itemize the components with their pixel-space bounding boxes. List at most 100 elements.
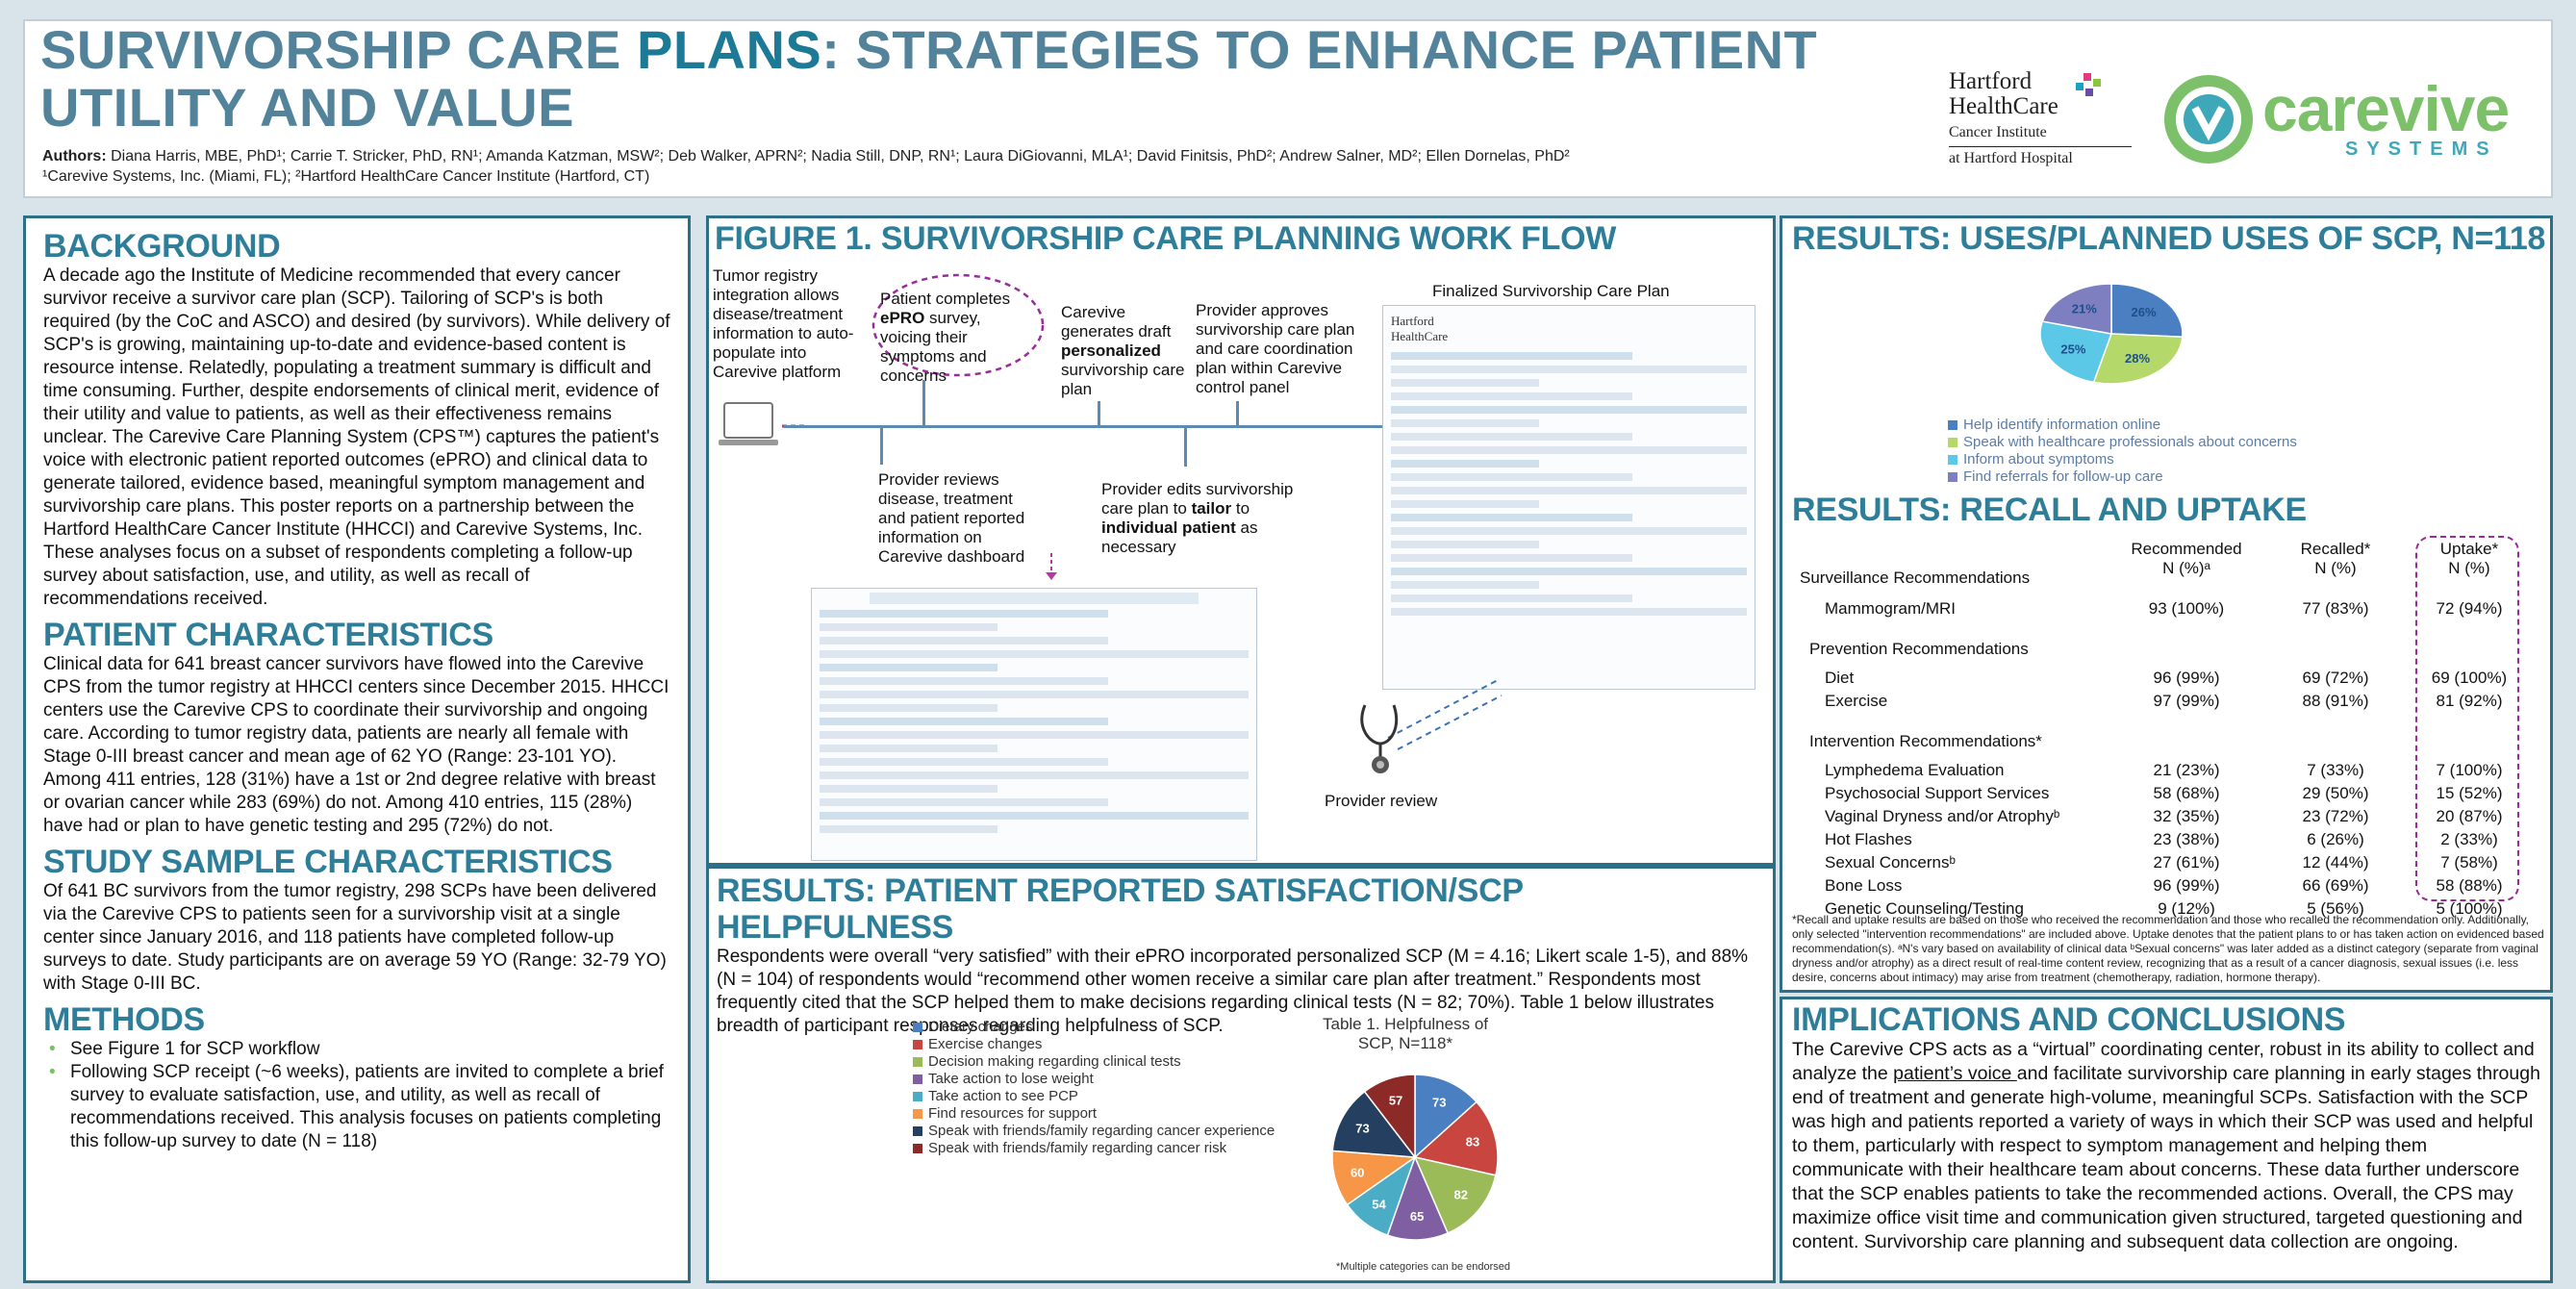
legend-entry: Speak with friends/family regarding canc… <box>913 1123 1336 1140</box>
carevive-v-icon <box>2164 75 2253 164</box>
legend-swatch <box>1948 455 1957 465</box>
recall-row-uptake: 7 (100%) <box>2436 761 2503 779</box>
pie-slice <box>1414 1074 1478 1159</box>
pie-slice <box>2110 283 2184 339</box>
recall-row-label: Diet <box>1825 669 1855 687</box>
recall-row-uptake: 7 (58%) <box>2440 853 2498 872</box>
pie-slice <box>1363 1074 1416 1160</box>
recall-row-recommended: 27 (61%) <box>2153 853 2220 872</box>
satisfaction-heading: RESULTS: PATIENT REPORTED SATISFACTION/S… <box>717 872 1524 946</box>
legend-swatch <box>913 1144 922 1153</box>
recall-row-label: Bone Loss <box>1825 876 1903 895</box>
legend-entry: Exercise changes <box>913 1036 1336 1053</box>
provider-review-label: Provider review <box>1325 792 1438 810</box>
legend-swatch <box>1948 472 1957 482</box>
legend-swatch <box>913 1109 922 1119</box>
uptake-highlight-box <box>2415 536 2519 901</box>
carevive-logo: carevive SYSTEMS <box>2162 69 2566 175</box>
pie-slice-label: 73 <box>1432 1095 1446 1109</box>
patient-characteristics-text: Clinical data for 641 breast cancer surv… <box>43 654 669 836</box>
timeline-tick <box>1098 401 1100 428</box>
col-header-uptake: Uptake*N (%) <box>2439 540 2499 577</box>
recall-row-recommended: 96 (99%) <box>2153 669 2220 687</box>
epro-dashed-oval <box>871 273 1045 377</box>
workflow-step-epro: Patient completes ePRO survey, voicing t… <box>880 290 1011 385</box>
patients-voice-link: patient’s voice <box>1893 1063 2017 1084</box>
recall-row-recommended: 9 (12%) <box>2158 899 2215 918</box>
pie-slice-label: 21% <box>2072 301 2097 316</box>
figure1-panel: FIGURE 1. SURVIVORSHIP CARE PLANNING WOR… <box>706 215 1776 866</box>
recall-row-recalled: 77 (83%) <box>2302 599 2369 618</box>
patient-characteristics-heading: PATIENT CHARACTERISTICS <box>43 617 493 653</box>
pie-slice <box>2039 320 2113 384</box>
recall-row-uptake: 81 (92%) <box>2436 692 2503 710</box>
legend-swatch <box>913 1023 922 1032</box>
recall-row-label: Intervention Recommendations* <box>1809 732 2042 750</box>
recall-row-label: Exercise <box>1825 692 1888 710</box>
workflow-step-approve: Provider approves survivorship care plan… <box>1196 301 1355 396</box>
timeline-tick <box>880 428 883 465</box>
legend-entry: Take action to lose weight <box>913 1071 1336 1088</box>
recall-row-uptake: 5 (100%) <box>2436 899 2503 918</box>
legend-swatch <box>1948 420 1957 430</box>
recall-row-recommended: 96 (99%) <box>2153 876 2220 895</box>
recall-row-uptake: 72 (94%) <box>2436 599 2503 618</box>
authors: Authors: Diana Harris, MBE, PhD¹; Carrie… <box>42 148 1570 185</box>
pie-slice-label: 26% <box>2132 305 2157 319</box>
pie-slice <box>1413 1100 1499 1176</box>
recall-row-label: Sexual Concernsᵇ <box>1825 853 1956 872</box>
legend-swatch <box>913 1126 922 1136</box>
recall-notes: *Recall and uptake results are based on … <box>1792 913 2544 984</box>
recall-row-recalled: 29 (50%) <box>2302 784 2369 802</box>
helpfulness-legend: Dietary changes Exercise changes Decisio… <box>913 1019 1336 1157</box>
pie-slice <box>2092 333 2184 385</box>
recall-row-uptake: 58 (88%) <box>2436 876 2503 895</box>
list-item: •Following SCP receipt (~6 weeks), patie… <box>49 1062 664 1151</box>
recall-row-label: Prevention Recommendations <box>1809 640 2029 658</box>
recall-row-recommended: 32 (35%) <box>2153 807 2220 825</box>
recall-row-recalled: 69 (72%) <box>2302 669 2369 687</box>
recall-row-recalled: 5 (56%) <box>2307 899 2364 918</box>
recall-row-uptake: 20 (87%) <box>2436 807 2503 825</box>
workflow-step-edit: Provider edits survivorship care plan to… <box>1101 480 1294 556</box>
workflow-step-dashboard: Provider reviews disease, treatment and … <box>878 470 1025 566</box>
legend-entry: Decision making regarding clinical tests <box>913 1053 1336 1071</box>
legend-entry: Find resources for support <box>913 1105 1336 1123</box>
legend-entry: Speak with healthcare professionals abou… <box>1948 434 2352 451</box>
pie-slice-label: 82 <box>1454 1188 1468 1202</box>
helpfulness-footnote: *Multiple categories can be endorsed <box>1336 1261 1511 1273</box>
figure1-heading: FIGURE 1. SURVIVORSHIP CARE PLANNING WOR… <box>715 220 1617 257</box>
recall-row-recommended: 97 (99%) <box>2153 692 2220 710</box>
pie-slice-label: 73 <box>1355 1121 1369 1135</box>
left-column: BACKGROUND A decade ago the Institute of… <box>23 215 691 1283</box>
recall-row-label: Psychosocial Support Services <box>1825 784 2050 802</box>
pie-slice-label: 57 <box>1389 1093 1402 1107</box>
helpfulness-table-title: Table 1. Helpfulness of SCP, N=118* <box>1323 1015 1488 1052</box>
legend-swatch <box>913 1040 922 1049</box>
col-header-recalled: Recalled*N (%) <box>2300 540 2371 577</box>
uses-legend: Help identify information online Speak w… <box>1948 417 2352 486</box>
legend-swatch <box>913 1057 922 1067</box>
recall-row-recommended: 23 (38%) <box>2153 830 2220 848</box>
uses-heading: RESULTS: USES/PLANNED USES OF SCP, N=118 <box>1792 220 2546 257</box>
workflow-timeline <box>784 425 1438 428</box>
timeline-tick <box>1236 401 1239 428</box>
recall-row-recalled: 7 (33%) <box>2307 761 2364 779</box>
results-panel: RESULTS: USES/PLANNED USES OF SCP, N=118… <box>1780 215 2553 993</box>
pie-slice-label: 83 <box>1466 1134 1479 1149</box>
hartford-cross-icon <box>2076 73 2101 96</box>
pie-slice-label: 54 <box>1372 1197 1386 1211</box>
workflow-step-draft: Carevive generates draft personalized su… <box>1061 303 1185 398</box>
implications-text: The Carevive CPS acts as a “virtual” coo… <box>1792 1039 2540 1252</box>
recall-row-uptake: 15 (52%) <box>2436 784 2503 802</box>
recall-row-label: Genetic Counseling/Testing <box>1825 899 2024 918</box>
title-band: SURVIVORSHIP CARE PLANS: STRATEGIES TO E… <box>23 19 2553 198</box>
pie-slice <box>2041 283 2112 335</box>
legend-entry: Inform about symptoms <box>1948 451 2352 468</box>
legend-entry: Dietary changes <box>913 1019 1336 1036</box>
author-names: Diana Harris, MBE, PhD¹; Carrie T. Stric… <box>111 148 1570 164</box>
recall-row-recommended: 93 (100%) <box>2148 599 2225 618</box>
recall-row-recommended: 58 (68%) <box>2153 784 2220 802</box>
dashboard-arrow-icon <box>1046 553 1057 580</box>
legend-swatch <box>913 1074 922 1084</box>
